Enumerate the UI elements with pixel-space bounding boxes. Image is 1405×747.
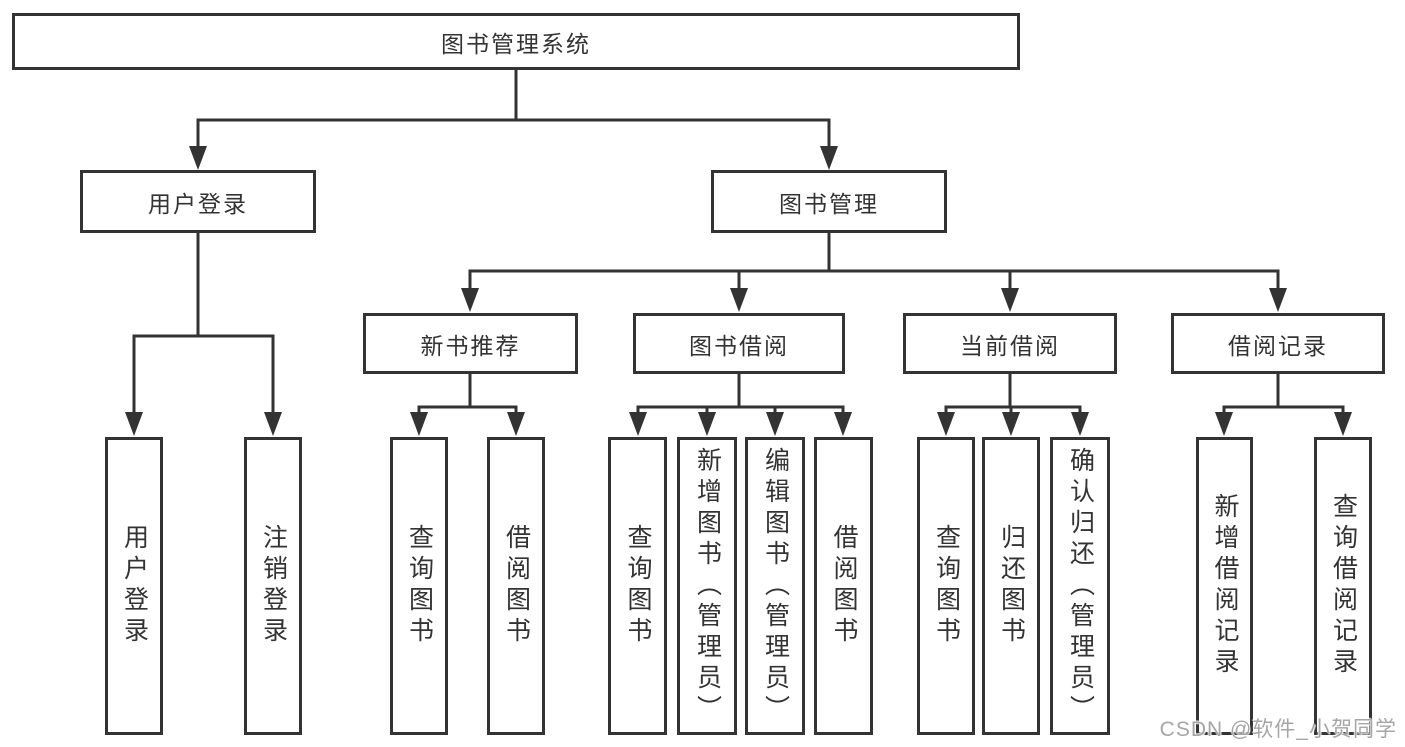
node-book-borrowing: 图书借阅 <box>633 313 845 374</box>
connector-user-login-to-children <box>132 233 275 414</box>
connector-root-to-level2 <box>196 70 831 148</box>
leaf-add-books-admin: 新增图书（管理员） <box>677 437 737 735</box>
arrowhead <box>264 412 282 436</box>
arrowhead <box>189 146 207 170</box>
leaf-label: 查询图书 <box>405 524 434 648</box>
leaf-label: 用户登录 <box>120 524 149 648</box>
arrowhead <box>629 412 647 436</box>
arrowhead <box>1334 412 1352 436</box>
leaf-query-books-current: 查询图书 <box>917 437 975 735</box>
leaf-borrow-books-borrowing: 借阅图书 <box>814 437 873 735</box>
leaf-label: 确认归还（管理员） <box>1066 446 1095 726</box>
leaf-confirm-return-admin: 确认归还（管理员） <box>1050 437 1110 735</box>
leaf-label: 查询借阅记录 <box>1329 493 1358 679</box>
arrowhead <box>507 412 525 436</box>
arrowhead <box>698 412 716 436</box>
leaf-label: 查询图书 <box>932 524 961 648</box>
arrowhead <box>1001 288 1019 312</box>
node-borrowing-records: 借阅记录 <box>1171 313 1385 374</box>
arrowhead <box>937 412 955 436</box>
node-new-book-recommendation: 新书推荐 <box>363 313 578 374</box>
leaf-label: 借阅图书 <box>502 524 531 648</box>
leaf-user-login: 用户登录 <box>105 437 163 735</box>
leaf-label: 借阅图书 <box>830 524 858 648</box>
leaf-label: 新增借阅记录 <box>1211 493 1239 679</box>
connector-current-borrowing-to-children <box>944 374 1082 416</box>
leaf-query-books-borrowing: 查询图书 <box>608 437 667 735</box>
arrowhead <box>461 288 479 312</box>
leaf-label: 查询图书 <box>624 524 652 648</box>
node-book-management: 图书管理 <box>711 170 947 233</box>
leaf-label: 归还图书 <box>997 524 1026 648</box>
arrowhead <box>834 412 852 436</box>
connector-borrowing-records-to-children <box>1222 374 1345 416</box>
leaf-logout: 注销登录 <box>244 437 302 735</box>
connector-new-book-to-children <box>417 374 518 416</box>
arrowhead <box>1002 412 1020 436</box>
node-library-management-system: 图书管理系统 <box>12 13 1020 70</box>
leaf-query-books-recommend: 查询图书 <box>390 437 448 735</box>
node-user-login: 用户登录 <box>80 170 316 233</box>
leaf-return-books: 归还图书 <box>982 437 1040 735</box>
watermark: CSDN @软件_小贺同学 <box>1159 718 1397 741</box>
arrowhead <box>125 412 143 436</box>
leaf-label: 注销登录 <box>259 524 288 648</box>
connector-book-borrowing-to-children <box>636 374 845 416</box>
node-current-borrowing: 当前借阅 <box>903 313 1117 374</box>
connector-book-management-to-groups <box>468 233 1280 290</box>
leaf-label: 编辑图书（管理员） <box>761 446 790 726</box>
leaf-label: 新增图书（管理员） <box>693 446 722 726</box>
arrowhead <box>820 146 838 170</box>
leaf-borrow-books-recommend: 借阅图书 <box>487 437 545 735</box>
arrowhead <box>410 412 428 436</box>
arrowhead <box>766 412 784 436</box>
arrowhead <box>1215 412 1233 436</box>
leaf-query-borrow-record: 查询借阅记录 <box>1314 437 1372 735</box>
leaf-edit-books-admin: 编辑图书（管理员） <box>745 437 805 735</box>
arrowhead <box>730 288 748 312</box>
leaf-add-borrow-record: 新增借阅记录 <box>1196 437 1253 735</box>
arrowhead <box>1071 412 1089 436</box>
arrowhead <box>1269 288 1287 312</box>
